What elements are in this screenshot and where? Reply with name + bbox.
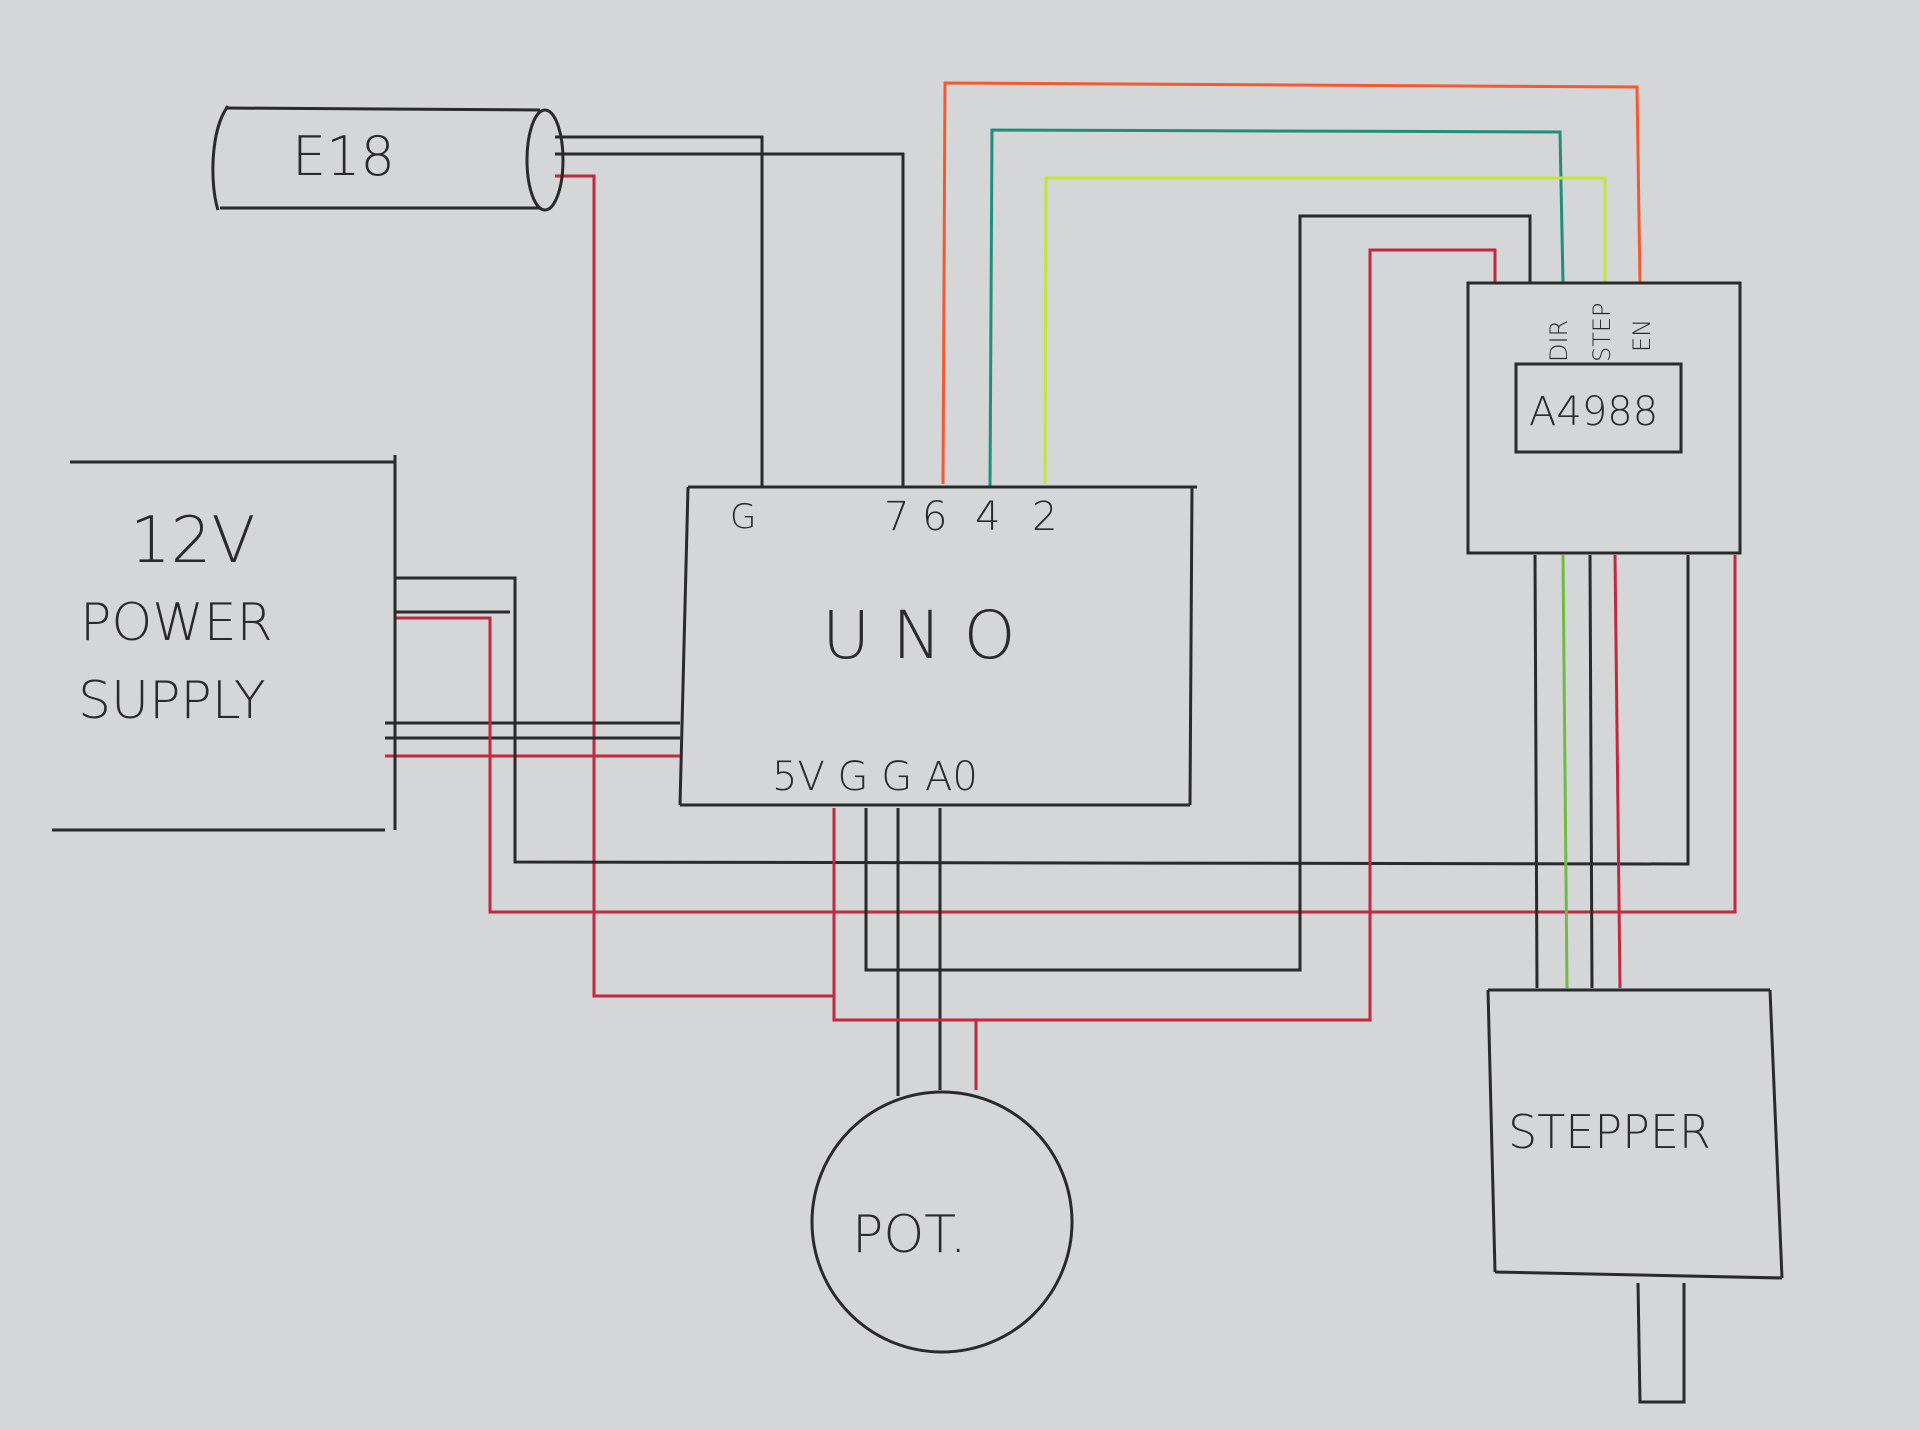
driver-label: A4988 bbox=[1529, 389, 1658, 435]
uno-pin-7: 7 bbox=[884, 494, 909, 540]
power-supply-line2: POWER bbox=[80, 593, 273, 653]
driver-pin-step: STEP bbox=[1588, 302, 1616, 362]
stepper-motor: STEPPER bbox=[1486, 988, 1784, 1404]
uno-pin-g: G bbox=[730, 497, 756, 537]
power-supply: 12V POWER SUPPLY bbox=[52, 455, 397, 832]
wire-psu-12v-to-driver bbox=[396, 555, 1737, 914]
driver-pin-en: EN bbox=[1628, 319, 1656, 352]
pot-label: POT. bbox=[852, 1205, 966, 1265]
wire-gnd-to-driver bbox=[864, 214, 1532, 972]
uno-label: UNO bbox=[822, 597, 1038, 674]
wire-driver-stepper-1 bbox=[1533, 554, 1539, 989]
wire-driver-stepper-3 bbox=[1588, 554, 1594, 989]
uno-pin-6: 6 bbox=[922, 494, 947, 540]
wire-5v-to-pot bbox=[835, 1018, 978, 1090]
wire-e18-to-uno-g bbox=[555, 135, 764, 487]
wire-e18-power bbox=[555, 174, 835, 998]
wire-pin4-to-dir bbox=[988, 128, 1565, 488]
e18-label: E18 bbox=[292, 125, 395, 188]
wire-5v-to-driver bbox=[832, 248, 1497, 1022]
uno-pin-2: 2 bbox=[1032, 494, 1057, 540]
wire-psu-gnd-to-driver bbox=[394, 555, 1690, 866]
stepper-shaft bbox=[1636, 1282, 1686, 1404]
power-supply-voltage: 12V bbox=[130, 504, 255, 578]
wire-pin6-to-en bbox=[941, 81, 1642, 485]
uno-pin-4: 4 bbox=[975, 494, 1000, 540]
uno-bottom-pins: 5V G G A0 bbox=[772, 754, 978, 800]
a4988-driver: A4988 DIR STEP EN bbox=[1466, 281, 1742, 555]
potentiometer: POT. bbox=[810, 1090, 1074, 1354]
wire-e18-to-uno-pin7 bbox=[555, 152, 905, 487]
power-supply-line3: SUPPLY bbox=[78, 671, 266, 731]
e18-sensor: E18 bbox=[211, 105, 565, 212]
wire-driver-stepper-2 bbox=[1561, 554, 1569, 989]
driver-pin-dir: DIR bbox=[1545, 320, 1573, 362]
wire-driver-stepper-4 bbox=[1613, 554, 1622, 989]
wire-pin2-to-step bbox=[1043, 176, 1607, 485]
stepper-label: STEPPER bbox=[1508, 1105, 1711, 1159]
arduino-uno: G 7 6 4 2 UNO 5V G G A0 bbox=[678, 485, 1197, 807]
